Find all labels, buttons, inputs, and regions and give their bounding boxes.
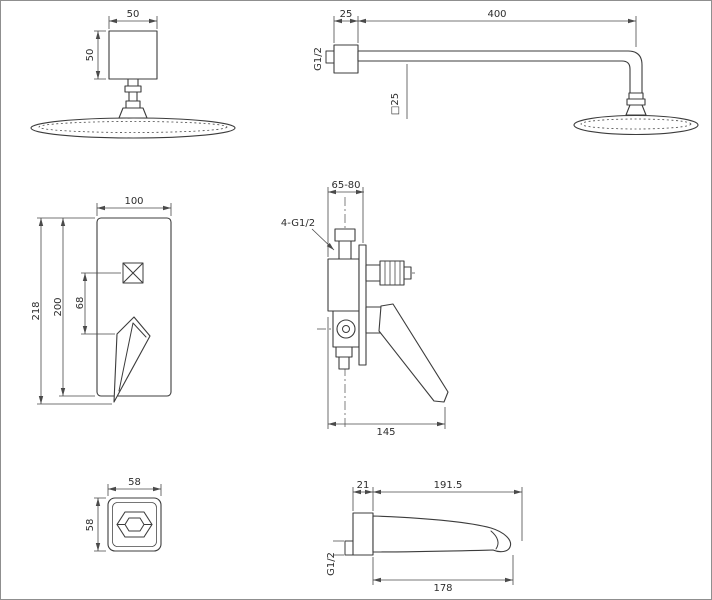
spout-tip-line <box>490 530 499 550</box>
extension-lines <box>333 487 523 585</box>
view-spout-side: 21 191.5 178 G1/2 <box>326 480 523 594</box>
extension-lines <box>333 16 637 119</box>
dim-label-handle-offset: 68 <box>75 297 86 310</box>
mixer-handle-side <box>378 303 449 403</box>
wall-plate-side <box>333 44 359 74</box>
diverter-button <box>122 262 144 284</box>
dim-label-inlet-thread: G1/2 <box>326 552 337 576</box>
dim-label-width: 58 <box>128 477 141 488</box>
dim-label-inlet-thread: G1/2 <box>313 47 324 71</box>
spout-inlet-stub <box>344 540 354 556</box>
handle-section-inner <box>116 517 153 532</box>
view-handle-top: 58 58 <box>85 477 162 552</box>
dim-label-spout-length: 178 <box>433 583 452 594</box>
dim-label-connections: 4-G1/2 <box>281 218 315 229</box>
dim-label-overall-width: 145 <box>376 427 395 438</box>
mixer-plate-front <box>96 217 172 397</box>
nozzle-ring <box>38 121 228 133</box>
dim-label-height: 50 <box>85 49 96 62</box>
cartridge-center <box>342 325 350 333</box>
dim-label-height: 58 <box>85 519 96 532</box>
trim-plate-edge <box>358 244 367 366</box>
spout-flange <box>352 512 374 556</box>
dim-label-overall-length: 191.5 <box>434 480 463 491</box>
shower-arm <box>357 50 643 94</box>
valve-body <box>327 228 360 370</box>
dim-label-plate-width: 100 <box>124 196 143 207</box>
view-shower-arm-side: 25 400 G1/2 □25 <box>313 9 699 136</box>
shower-stem <box>118 78 148 119</box>
dim-label-plate-depth: 25 <box>340 9 353 20</box>
dim-label-arm-length: 400 <box>487 9 506 20</box>
mixer-handle-front <box>113 316 151 403</box>
dim-label-install-depth: 65-80 <box>331 180 360 191</box>
knob-knurl-lines <box>384 261 401 285</box>
extension-lines <box>327 187 446 429</box>
inlet-stub <box>325 50 335 64</box>
escutcheon-inner-line <box>112 502 157 547</box>
arm-connector <box>625 92 647 116</box>
spout-body <box>372 515 512 553</box>
diverter-knob <box>365 260 412 286</box>
dim-label-width: 50 <box>127 9 140 20</box>
dim-label-plate-height: 200 <box>53 297 64 316</box>
cartridge-circle <box>336 319 356 339</box>
leader-connections <box>311 228 335 251</box>
view-mixer-side: 65-80 4-G1/2 145 <box>281 180 449 438</box>
shower-head-disc-side <box>573 114 699 136</box>
nozzle-ring-side <box>580 118 692 130</box>
handle-facet-lines <box>118 322 147 392</box>
dim-label-wall-gap: 21 <box>357 480 370 491</box>
dim-label-overall-height: 218 <box>31 301 42 320</box>
view-shower-head-front: 50 50 <box>30 9 236 139</box>
wall-plate-front <box>108 30 158 80</box>
view-mixer-front: 100 218 200 68 <box>31 196 172 405</box>
shower-head-disc <box>30 117 236 139</box>
dim-label-arm-section: □25 <box>390 93 401 115</box>
